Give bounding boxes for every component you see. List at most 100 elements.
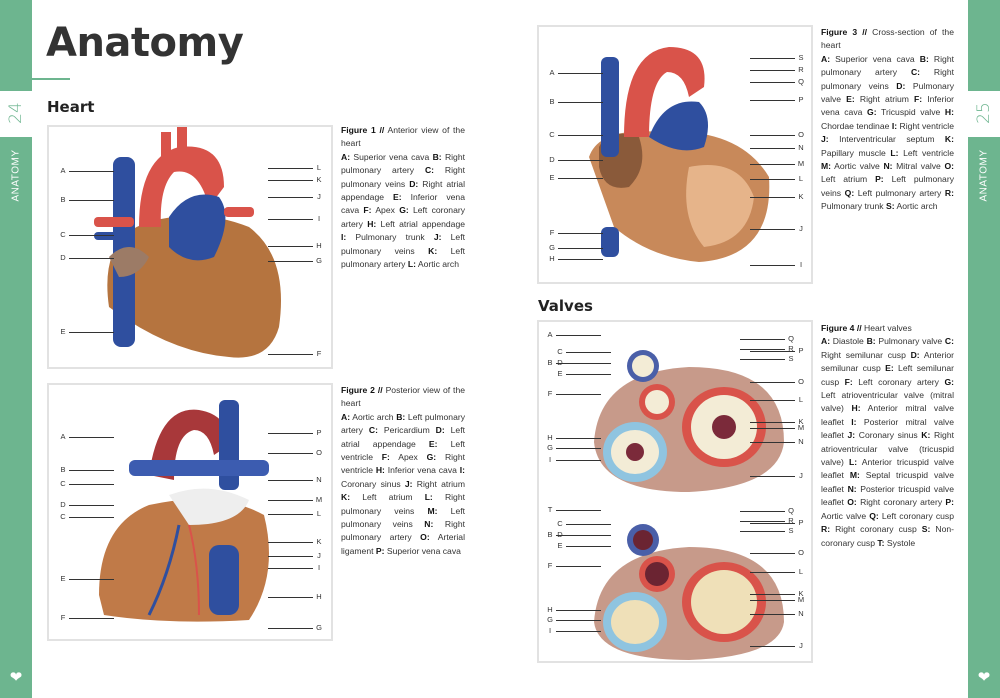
- legend-key: S:: [885, 201, 895, 212]
- label-j: J: [317, 551, 321, 560]
- label-e: E: [60, 574, 66, 583]
- label-k: K: [798, 417, 804, 426]
- legend-value: Left semilunar cusp: [821, 363, 954, 387]
- label-l: L: [798, 567, 804, 576]
- legend-value: Pulmonary trunk: [821, 201, 886, 212]
- legend-key: E:: [393, 192, 402, 203]
- legend-key: C:: [944, 336, 954, 347]
- section-tab-right[interactable]: [968, 137, 1000, 698]
- leader-line: [268, 168, 313, 169]
- legend-key: J:: [847, 430, 856, 441]
- label-g: G: [316, 623, 322, 632]
- legend-key: F:: [844, 376, 853, 387]
- leader-line: [69, 470, 114, 471]
- figure-subtitle: Cross-section of the heart: [821, 27, 954, 51]
- leader-line: [750, 135, 795, 136]
- legend-key: D:: [409, 178, 419, 189]
- leader-line: [556, 438, 601, 439]
- label-r: R: [788, 516, 794, 525]
- legend-value: Aortic valve: [821, 510, 870, 521]
- legend-value: Tricuspid valve: [876, 107, 945, 118]
- leader-line: [750, 164, 795, 165]
- label-m: M: [797, 595, 805, 604]
- legend-key: B:: [919, 53, 929, 64]
- legend-key: A:: [341, 411, 351, 422]
- legend-key: G:: [399, 205, 409, 216]
- leader-line: [750, 594, 795, 595]
- leader-line: [268, 480, 313, 481]
- legend-value: Right pulmonary veins: [341, 492, 466, 516]
- leader-line: [566, 363, 611, 364]
- leader-line: [750, 400, 795, 401]
- heart-anterior-illustration: [94, 127, 281, 358]
- legend-key: L:: [890, 147, 899, 158]
- page-number-right: 25: [974, 102, 994, 124]
- leader-line: [558, 135, 603, 136]
- legend-key: F:: [363, 205, 372, 216]
- legend-value: Superior vena cava: [830, 53, 920, 64]
- leader-line: [268, 542, 313, 543]
- leader-line: [69, 235, 114, 236]
- leader-line: [69, 517, 114, 518]
- label-h: H: [547, 605, 553, 614]
- leader-line: [750, 382, 795, 383]
- legend-value: Diastole: [830, 336, 867, 347]
- label-l: L: [316, 509, 322, 518]
- heart-icon: ❤: [9, 669, 23, 686]
- legend-key: O:: [944, 161, 955, 172]
- leader-line: [69, 579, 114, 580]
- legend-value: Mitral valve: [892, 161, 945, 172]
- label-h: H: [316, 592, 322, 601]
- leader-line: [566, 535, 611, 536]
- legend-value: Left ventricle: [898, 147, 954, 158]
- title-underline: [32, 78, 70, 80]
- label-o: O: [798, 130, 804, 139]
- legend-value: Left pulmonary veins: [341, 232, 465, 256]
- legend-key: G:: [867, 107, 877, 118]
- label-g: G: [547, 443, 553, 452]
- legend-value: Left pulmonary veins: [821, 174, 954, 198]
- leader-line: [556, 610, 601, 611]
- legend-key: A:: [341, 151, 351, 162]
- legend-key: B:: [396, 411, 406, 422]
- legend-key: G:: [426, 452, 437, 463]
- valves-systole: [594, 524, 784, 660]
- legend-key: M:: [849, 470, 860, 481]
- leader-line: [558, 102, 603, 103]
- leader-line: [268, 453, 313, 454]
- legend-key: I:: [341, 232, 347, 243]
- leader-line: [750, 58, 795, 59]
- section-tab-left[interactable]: [0, 137, 32, 698]
- leader-line: [750, 572, 795, 573]
- leader-line: [750, 428, 795, 429]
- leader-line: [740, 359, 785, 360]
- label-a: A: [60, 432, 66, 441]
- leader-line: [750, 100, 795, 101]
- legend-key: L:: [407, 259, 416, 270]
- legend-value: Left atrium: [350, 492, 425, 503]
- legend-key: K:: [944, 134, 954, 145]
- legend-key: T:: [877, 537, 885, 548]
- section-tab-top-right: [968, 0, 1000, 91]
- legend-value: Aortic valve: [831, 161, 884, 172]
- legend-key: P:: [945, 497, 955, 508]
- label-e: E: [60, 327, 66, 336]
- leader-line: [740, 349, 785, 350]
- leader-line: [268, 180, 313, 181]
- leader-line: [558, 259, 603, 260]
- leader-line: [740, 531, 785, 532]
- label-d: D: [557, 530, 563, 539]
- section-heading-heart: Heart: [47, 98, 95, 116]
- leader-line: [558, 248, 603, 249]
- figure-subtitle: Heart valves: [861, 323, 912, 333]
- legend-key: O:: [420, 532, 430, 543]
- figure-title: Figure 3 //: [821, 27, 868, 37]
- leader-line: [750, 82, 795, 83]
- label-q: Q: [788, 506, 794, 515]
- legend-key: K:: [921, 430, 931, 441]
- legend-value: Left ventricle: [341, 438, 465, 463]
- legend-value: Right atrium: [854, 94, 915, 105]
- leader-line: [750, 476, 795, 477]
